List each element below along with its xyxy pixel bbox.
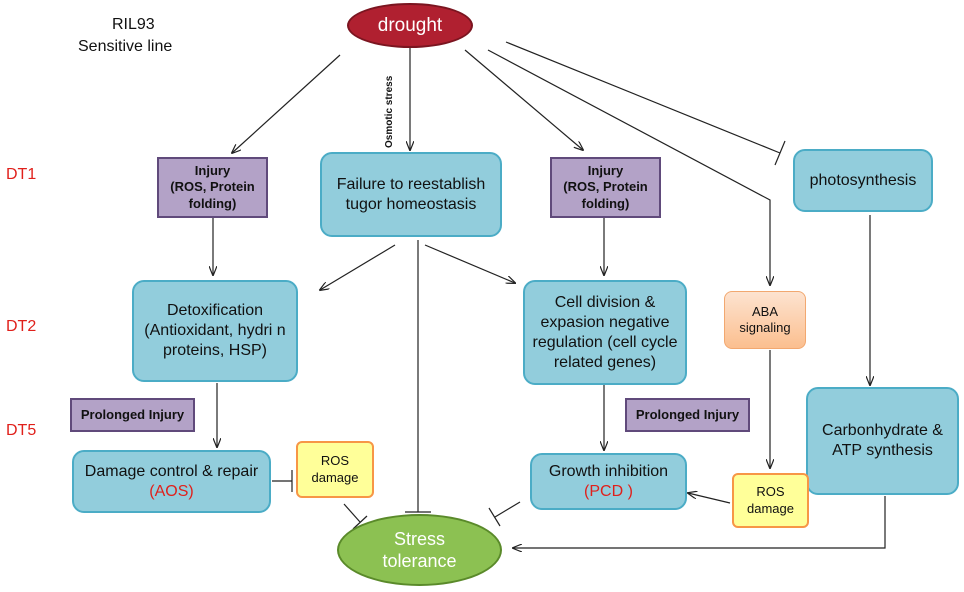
cell-division-box: Cell division & expasion negative regula… [523,280,687,385]
carbohydrate-box: Carbonhydrate & ATP synthesis [806,387,959,495]
injury-2-detail: (ROS, Protein folding) [563,179,648,211]
ros-damage-box-2: ROS damage [732,473,809,528]
growth-inhibition-label: Growth inhibition [548,462,669,480]
time-point-dt2: DT2 [6,318,37,335]
drought-inhibits-photosynthesis [505,41,781,154]
photosynthesis-box: photosynthesis [793,149,933,212]
failure-to-cell-division-arrow [424,244,515,283]
drought-to-injury-2-arrow [464,49,583,150]
growth-inhibition-box: Growth inhibition (PCD ) [530,453,687,510]
stress-tolerance-line-1: Stress [393,528,445,549]
injury-box-1: Injury (ROS, Protein folding) [157,157,268,218]
line-type: Sensitive line [78,38,173,55]
osmotic-stress-label: Osmotic stress [384,75,395,148]
drought-node: drought [347,3,473,48]
stress-tolerance-line-2: tolerance [382,551,457,571]
pcd-label: (PCD ) [584,482,633,500]
ros-damage-1-inhibits-tolerance [343,503,361,523]
injury-2-title: Injury [587,163,624,179]
prolonged-injury-box-1: Prolonged Injury [70,398,195,432]
detoxification-box: Detoxification (Antioxidant, hydri n pro… [132,280,298,382]
failure-tugor-box: Failure to reestablish tugor homeostasis [320,152,502,237]
ros-damage-2-to-growth-arrow [688,493,731,504]
injury-1-title: Injury [194,163,231,179]
ros-damage-box-1: ROS damage [296,441,374,498]
injury-1-detail: (ROS, Protein folding) [170,179,255,211]
time-point-dt5: DT5 [6,422,37,439]
line-name: RIL93 [112,16,155,33]
damage-control-box: Damage control & repair (AOS) [72,450,271,513]
damage-control-label: Damage control & repair [84,462,259,480]
growth-inhibit-bar [488,507,501,527]
time-point-dt1: DT1 [6,166,37,183]
injury-box-2: Injury (ROS, Protein folding) [550,157,661,218]
carbohydrate-to-tolerance-arrow [513,496,886,548]
damage-control-text: Damage control & repair (AOS) [80,462,263,502]
photosynthesis-inhibit-bar [774,140,786,166]
drought-to-aba-arrow [487,49,770,285]
aba-signaling-box: ABA signaling [724,291,806,349]
prolonged-injury-box-2: Prolonged Injury [625,398,750,432]
growth-inhibits-tolerance [494,501,521,518]
failure-to-detox-arrow [320,244,396,290]
drought-to-injury-1-arrow [232,54,341,153]
aos-label: (AOS) [149,482,194,500]
stress-tolerance-node: Stress tolerance [337,514,502,586]
